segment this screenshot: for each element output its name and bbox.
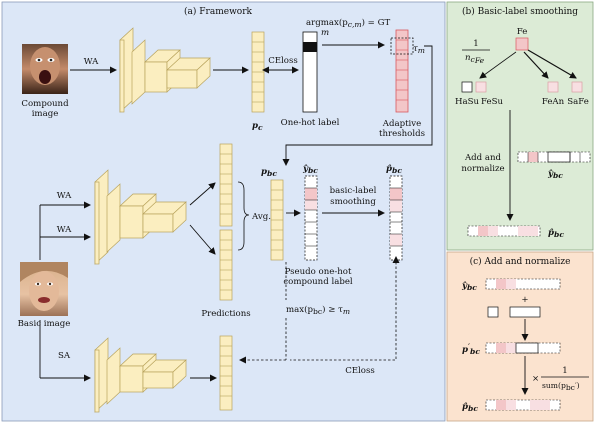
smoothing-title: (b) Basic-label smoothing [462, 6, 578, 17]
label-hasu: HaSu [455, 97, 480, 107]
prediction-vector-top [220, 144, 232, 226]
norm-ybc-row [486, 279, 560, 289]
normalize-panel [447, 252, 593, 421]
ce-loss-bottom: CEloss [345, 366, 375, 376]
fean-box [548, 82, 558, 92]
label-safe: SaFe [567, 97, 589, 107]
label-fesu: FeSu [481, 97, 503, 107]
norm-pbc-prime-row [486, 343, 560, 353]
pc-vector [252, 32, 264, 112]
norm-times: × [532, 374, 539, 384]
tau-label: τm [413, 44, 425, 55]
prediction-vector-bottom [220, 230, 232, 300]
fesu-box [476, 82, 486, 92]
pbc-label: pbc [261, 167, 277, 178]
fe-box [516, 38, 528, 50]
wa-label-mid1: WA [57, 191, 72, 201]
safe-box [572, 82, 582, 92]
predictions-label: Predictions [201, 309, 250, 319]
smoothing-ybc-row [518, 152, 590, 162]
hasu-box [462, 82, 472, 92]
avg-label: Avg. [251, 212, 271, 222]
framework-title: (a) Framework [184, 6, 252, 17]
pbc-hat-vector [390, 176, 402, 260]
ce-loss-top: CEloss [268, 56, 298, 66]
compound-image [22, 44, 68, 94]
basic-image [20, 262, 68, 316]
fraction-num: 1 [473, 39, 478, 49]
ybc-vector [305, 176, 317, 260]
norm-one-box [488, 307, 498, 317]
pbc-vector [271, 180, 283, 260]
wa-label-mid2: WA [57, 225, 72, 235]
fe-label: Fe [517, 27, 528, 37]
m-label: m [321, 28, 329, 38]
smoothing-pbc-hat-row [468, 226, 540, 236]
norm-frac-num: 1 [562, 366, 567, 376]
one-hot-label: One-hot label [281, 118, 340, 128]
sa-label: SA [58, 351, 71, 361]
prediction-vector-sa [220, 336, 232, 410]
norm-pbc-hat-row [486, 400, 560, 410]
normalize-title: (c) Add and normalize [470, 256, 571, 267]
wa-label-top: WA [84, 57, 99, 67]
label-fean: FeAn [542, 97, 565, 107]
pc-label: pc [252, 121, 263, 132]
basic-image-label: Basic image [18, 319, 71, 329]
one-hot-vector [303, 32, 317, 112]
norm-wide-box [510, 307, 540, 317]
plus-sign: + [521, 295, 528, 305]
